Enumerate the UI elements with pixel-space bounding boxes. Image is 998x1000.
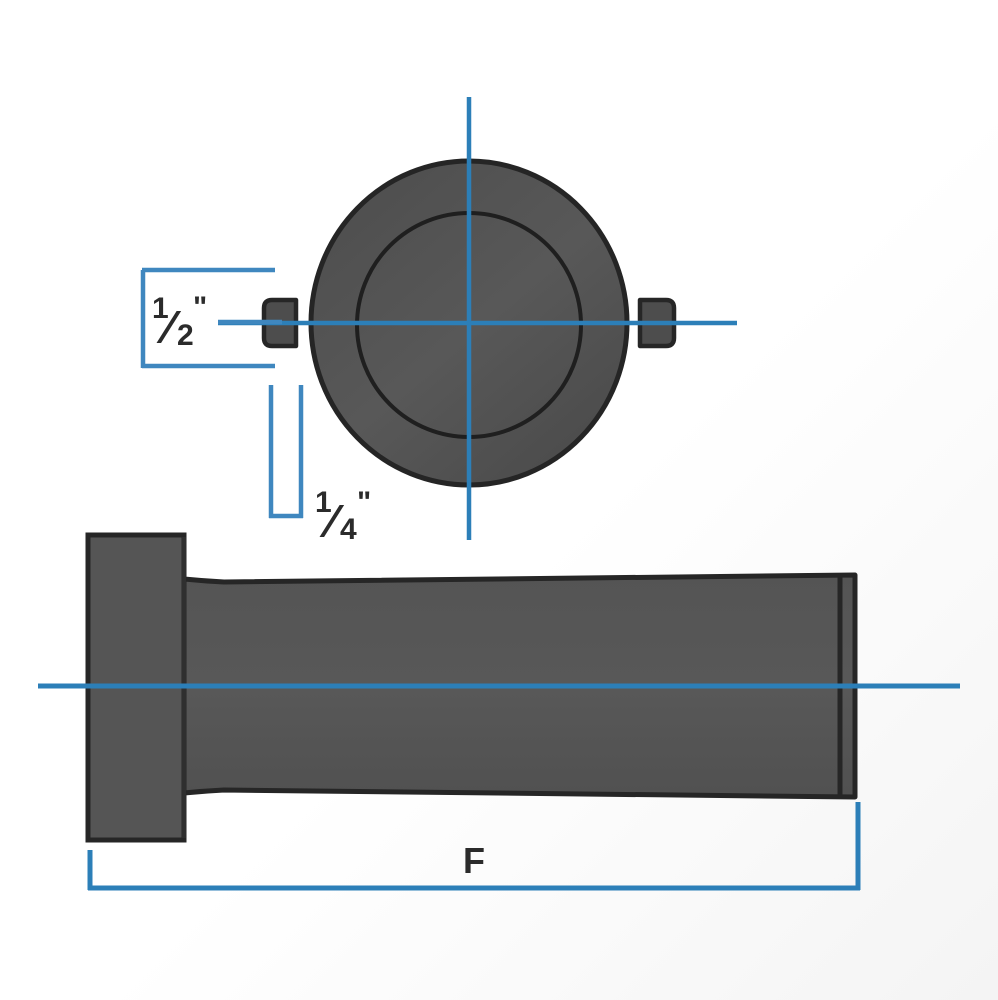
- dim-f-label: F: [463, 840, 485, 881]
- dim-half-denominator: 2: [177, 319, 194, 352]
- dim-half-numerator: 1: [152, 292, 169, 325]
- dim-f: F: [87, 802, 861, 891]
- side-view-group: [38, 532, 960, 843]
- dim-quarter-denominator: 4: [340, 513, 357, 546]
- end-view-group: [218, 97, 737, 540]
- dim-quarter-numerator: 1: [315, 486, 332, 519]
- dim-half-unit-mark: ": [193, 291, 207, 324]
- dim-quarter-unit-mark: ": [357, 486, 371, 519]
